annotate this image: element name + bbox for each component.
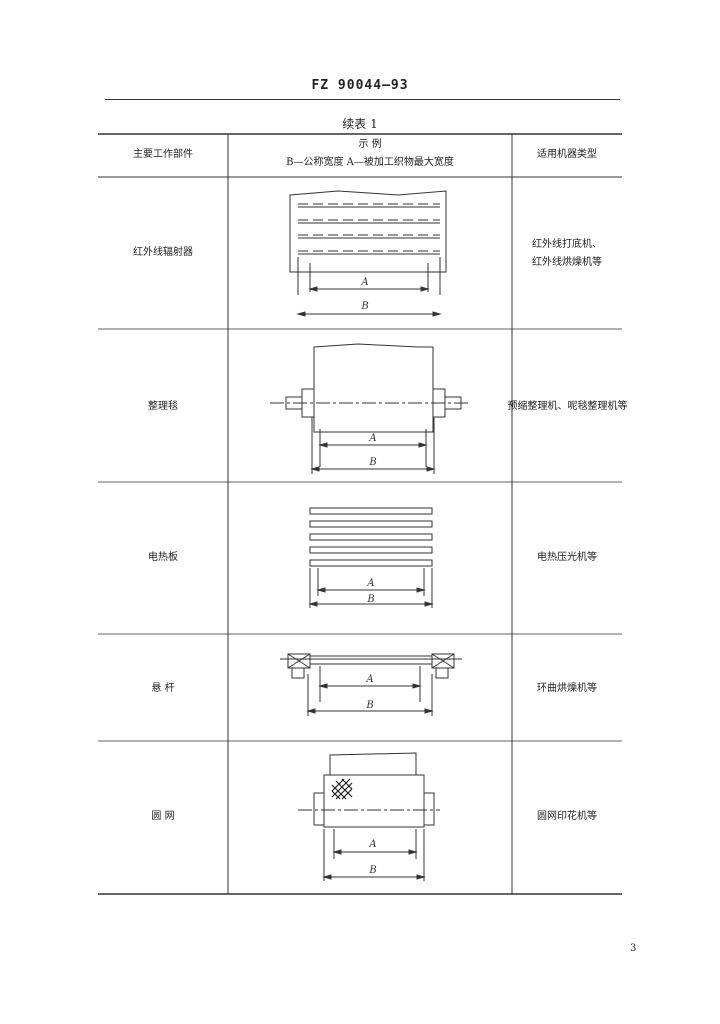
row-machines-rotary: 圆网印花机等 [537,811,597,822]
row-part-infrared-radiator: 红外线辐射器 [133,247,193,258]
infrared-radiator-diagram: A B [289,190,447,317]
column-header-example-legend: B—公称宽度 A—被加工织物最大宽度 [286,157,454,168]
rotary-screen-diagram: A B [298,752,440,881]
row-part-rotary-screen: 圆 网 [151,811,175,822]
column-header-example-title: 示 例 [358,139,382,150]
dimension-label-a: A [360,277,368,288]
finishing-blanket-diagram: A B [270,343,468,474]
row-machines-finishing: 预缩整理机、呢毯整理机等 [507,401,628,412]
page-number: 3 [630,943,637,954]
dimension-label-b: B [360,301,368,312]
dimension-label-b: B [368,865,376,876]
electric-plate-diagram: A B [308,507,434,608]
row-part-finishing-blanket: 整理毯 [148,401,178,412]
dimension-label-b: B [366,594,374,605]
row-part-electric-plate: 电热板 [148,552,178,563]
dimension-label-a: A [365,674,373,685]
mesh-pattern-icon [331,778,353,800]
row-machines-electric: 电热压光机等 [537,552,597,563]
row-part-suspension-rod: 悬 杆 [151,683,175,694]
dimension-label-a: A [368,433,376,444]
column-header-part: 主要工作部件 [133,149,193,160]
table-caption: 续表 1 [342,117,378,131]
column-header-machines: 适用机器类型 [537,149,597,160]
row-machines-infrared-1: 红外线打底机、 [532,239,602,250]
standard-number: FZ 90044—93 [311,78,409,93]
row-machines-infrared-2: 红外线烘燥机等 [532,257,602,268]
dimension-label-b: B [368,457,376,468]
suspension-rod-diagram: A B [280,653,462,716]
dimension-label-b: B [365,700,373,711]
header-rule [105,99,620,100]
dimension-label-a: A [368,839,376,850]
dimension-label-a: A [366,578,374,589]
row-machines-suspension: 环曲烘燥机等 [537,683,597,694]
